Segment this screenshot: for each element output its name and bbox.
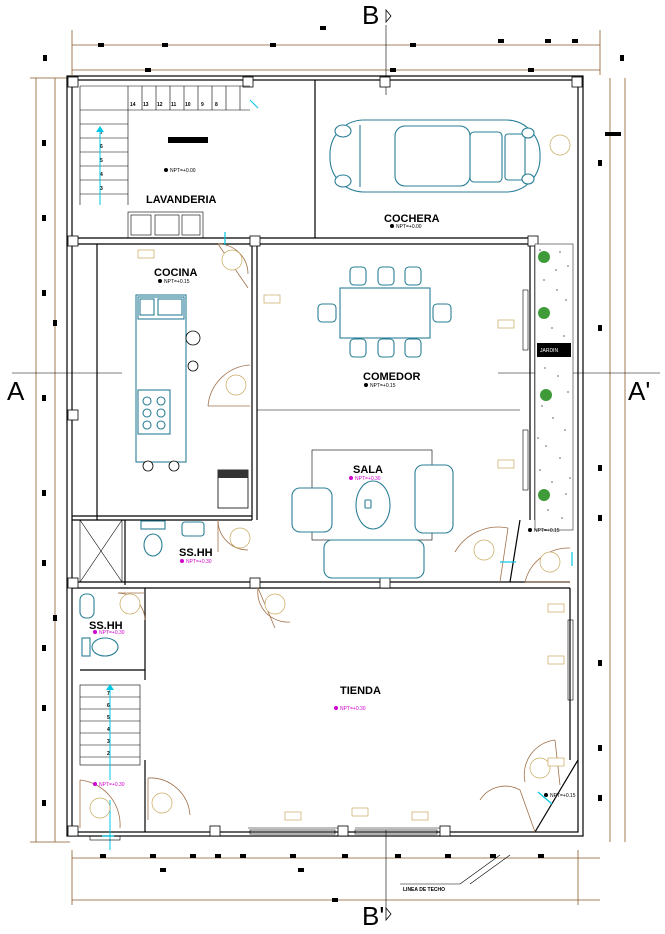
upper-stair: 14 13 12 11 10 9 8 7 6 5 4 3 — [79, 85, 259, 205]
stair-step: 6 — [100, 144, 103, 150]
columns — [67, 76, 583, 837]
stair-step: 7 — [107, 691, 110, 697]
level-stair-bottom: NPT=+0.30 — [99, 782, 125, 788]
stair-step: 5 — [107, 715, 110, 721]
section-arrow-bottom-icon — [385, 906, 392, 922]
room-label-cochera: COCHERA — [384, 213, 440, 225]
stair-step: 3 — [107, 739, 110, 745]
stair-step: 13 — [143, 102, 149, 108]
room-label-comedor: COMEDOR — [363, 371, 421, 383]
stair-step: 14 — [130, 102, 136, 108]
level-cochera: NPT=+0.00 — [396, 224, 422, 230]
laundry-counter — [127, 211, 204, 239]
level-sala-entry: NPT=+0.15 — [534, 528, 560, 534]
stair-step: 4 — [107, 727, 110, 733]
car — [329, 119, 541, 193]
level-entry-right: NPT=+0.15 — [550, 793, 576, 799]
level-sshh-1: NPT=+0.30 — [186, 559, 212, 565]
stair-step: 4 — [100, 172, 103, 178]
stair-step: 7 — [100, 130, 103, 136]
access-markers — [102, 232, 573, 837]
living-set — [291, 449, 454, 579]
stair-step: 12 — [157, 102, 163, 108]
kitchen-island — [135, 294, 249, 509]
section-label-right: A' — [628, 376, 650, 406]
level-comedor: NPT=+0.15 — [370, 383, 396, 389]
level-tienda: NPT=+0.30 — [340, 706, 366, 712]
stair-step: 2 — [107, 751, 110, 757]
section-label-left: A — [7, 376, 25, 406]
garden: JARDIN — [534, 243, 574, 531]
plant-icons — [538, 251, 552, 501]
level-lavanderia: NPT=+0.00 — [170, 168, 196, 174]
level-sala: NPT=+0.30 — [355, 476, 381, 482]
room-label-tienda: TIENDA — [340, 685, 381, 697]
room-label-sala: SALA — [353, 464, 383, 476]
gravel-dots — [537, 249, 571, 519]
room-label-sshh-2: SS.HH — [89, 620, 123, 632]
stair-step: 11 — [171, 102, 177, 108]
bathroom-1-fixtures — [79, 519, 205, 583]
level-sshh-2: NPT=+0.30 — [99, 630, 125, 636]
level-cocina: NPT=+0.15 — [164, 279, 190, 285]
garden-label: JARDIN — [540, 348, 558, 354]
bathroom-2-fixtures — [79, 593, 119, 657]
stair-step: 6 — [107, 703, 110, 709]
dimension-lines — [30, 26, 626, 905]
room-label-lavanderia: LAVANDERIA — [146, 194, 217, 206]
stair-step: 5 — [100, 158, 103, 164]
level-markers: NPT=+0.00 NPT=+0.00 NPT=+0.15 NPT=+0.15 … — [93, 168, 576, 799]
section-label-top: B — [362, 0, 379, 30]
roof-line-label: LINEA DE TECHO — [403, 887, 445, 893]
room-label-cocina: COCINA — [154, 267, 197, 279]
stair-step: 3 — [100, 186, 103, 192]
roof-line: LINEA DE TECHO — [400, 854, 511, 893]
lower-stair: 7 6 5 4 3 2 — [79, 684, 141, 850]
stair-step: 9 — [201, 102, 204, 108]
room-label-sshh-1: SS.HH — [179, 547, 213, 559]
dining-set — [317, 266, 452, 358]
stair-step: 8 — [215, 102, 218, 108]
stair-step: 10 — [185, 102, 191, 108]
light-fixtures — [89, 134, 571, 821]
section-arrow-top-icon — [385, 8, 392, 24]
section-label-bottom: B' — [362, 901, 384, 931]
